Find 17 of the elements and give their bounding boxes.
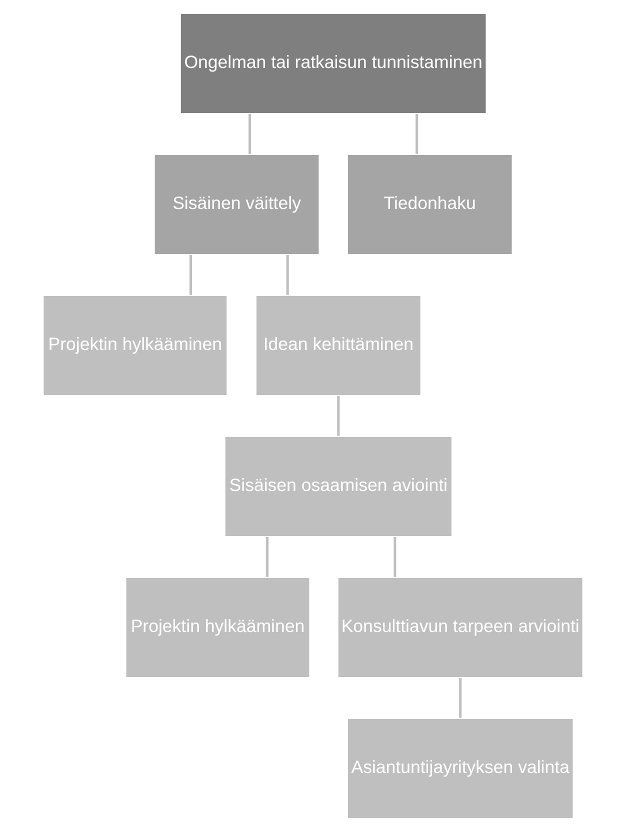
node-box: Sisäinen väittely [154, 154, 320, 256]
node-box: Projektin hylkääminen [125, 576, 310, 678]
node-box: Tiedonhaku [346, 154, 514, 256]
connector [248, 114, 252, 154]
connector [459, 678, 462, 718]
connector [286, 255, 289, 295]
node-box: Konsulttiavun tarpeen arviointi [337, 576, 584, 678]
node-box: Sisäisen osaamisen aviointi [224, 436, 453, 538]
connector [337, 396, 340, 436]
connector [266, 537, 269, 577]
node-box: Idean kehittäminen [255, 294, 422, 396]
node-box: Ongelman tai ratkaisun tunnistaminen [180, 12, 488, 114]
connector [394, 537, 396, 577]
node-box: Asiantuntijayrityksen valinta [346, 718, 574, 820]
connector [189, 255, 192, 295]
connector [416, 114, 418, 154]
node-box: Projektin hylkääminen [42, 294, 228, 396]
